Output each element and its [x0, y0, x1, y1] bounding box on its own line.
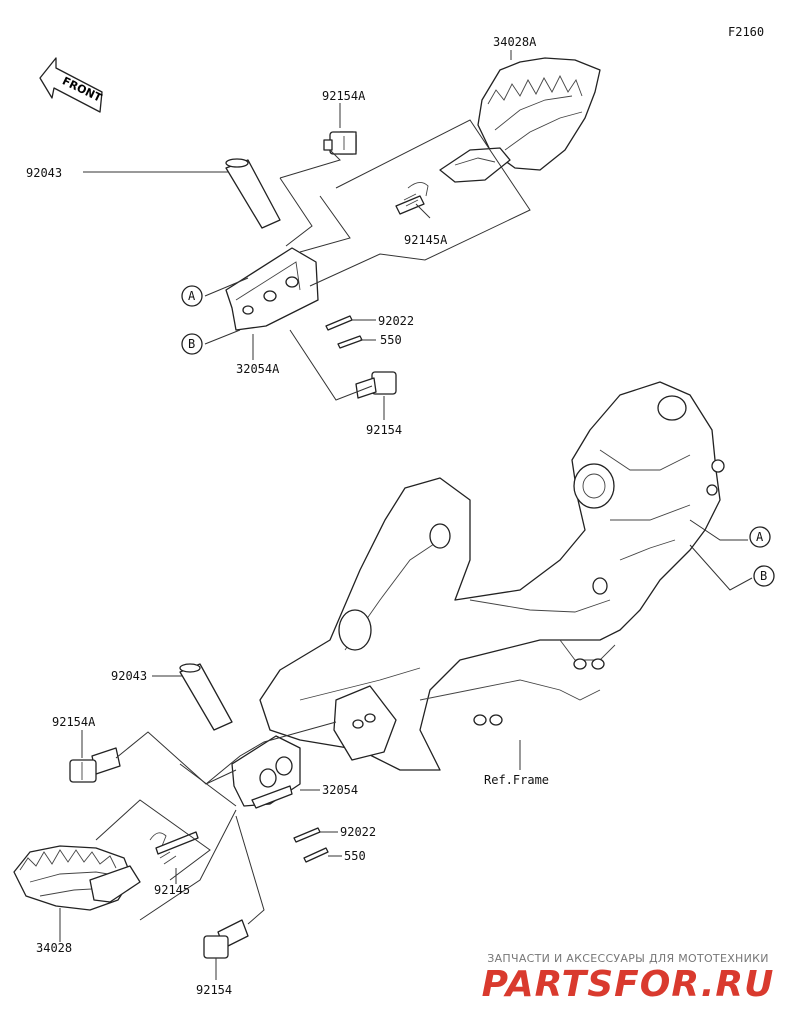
label-92154-upper: 92154	[366, 423, 402, 437]
label-92154-lower: 92154	[196, 983, 232, 997]
footpeg-left-icon	[13, 845, 141, 911]
label-34028A: 34028A	[493, 35, 537, 49]
label-92154A-upper: 92154A	[322, 89, 366, 103]
spring-lower-icon	[149, 831, 199, 865]
front-arrow-icon: FRONT	[39, 57, 104, 113]
pin-upper-icon	[225, 158, 281, 229]
bolt-upper-bottom-icon	[355, 371, 397, 399]
washer-upper-icon	[325, 315, 353, 331]
bolt-lower-top-icon	[69, 747, 121, 783]
bolt-upper-top-icon	[323, 131, 357, 155]
leader-lines-frame	[519, 519, 753, 770]
watermark-tagline: ЗАПЧАСТИ И АКСЕССУАРЫ ДЛЯ МОТОТЕХНИКИ	[487, 952, 769, 965]
label-550-upper: 550	[380, 333, 402, 347]
leader-lines-lower	[59, 675, 342, 980]
bracket-upper-icon	[225, 247, 319, 331]
washer-lower-icon	[293, 827, 321, 843]
callout-A-upper: A	[181, 285, 203, 307]
bracket-lower-icon	[231, 735, 301, 809]
leader-lines-upper	[83, 50, 531, 420]
pin-lower-icon	[179, 663, 233, 731]
svg-text:B: B	[188, 337, 195, 351]
label-92043-lower: 92043	[111, 669, 147, 683]
watermark-brand: PARTSFOR.RU	[481, 964, 775, 1005]
cotter-lower-icon	[303, 847, 329, 863]
label-92154A-lower: 92154A	[52, 715, 96, 729]
svg-text:A: A	[756, 530, 764, 544]
label-32054A: 32054A	[236, 362, 280, 376]
watermark: ЗАПЧАСТИ И АКСЕССУАРЫ ДЛЯ МОТОТЕХНИКИ PA…	[478, 952, 778, 1005]
cotter-upper-icon	[337, 335, 363, 349]
footpeg-right-icon	[439, 57, 601, 183]
label-550-lower: 550	[344, 849, 366, 863]
frame-icon	[259, 381, 725, 771]
callout-B-upper: B	[181, 333, 203, 355]
spring-upper-icon	[395, 182, 429, 215]
svg-text:B: B	[760, 569, 767, 583]
label-92145: 92145	[154, 883, 190, 897]
label-92145A: 92145A	[404, 233, 448, 247]
svg-text:A: A	[188, 289, 196, 303]
figure-code: F2160	[728, 25, 764, 39]
callout-A-frame: A	[749, 526, 771, 548]
label-ref-frame: Ref.Frame	[484, 773, 549, 787]
label-92043-upper: 92043	[26, 166, 62, 180]
label-34028: 34028	[36, 941, 72, 955]
label-92022-lower: 92022	[340, 825, 376, 839]
callout-B-frame: B	[753, 565, 775, 587]
label-92022-upper: 92022	[378, 314, 414, 328]
label-32054: 32054	[322, 783, 358, 797]
bolt-lower-bottom-icon	[203, 919, 249, 959]
